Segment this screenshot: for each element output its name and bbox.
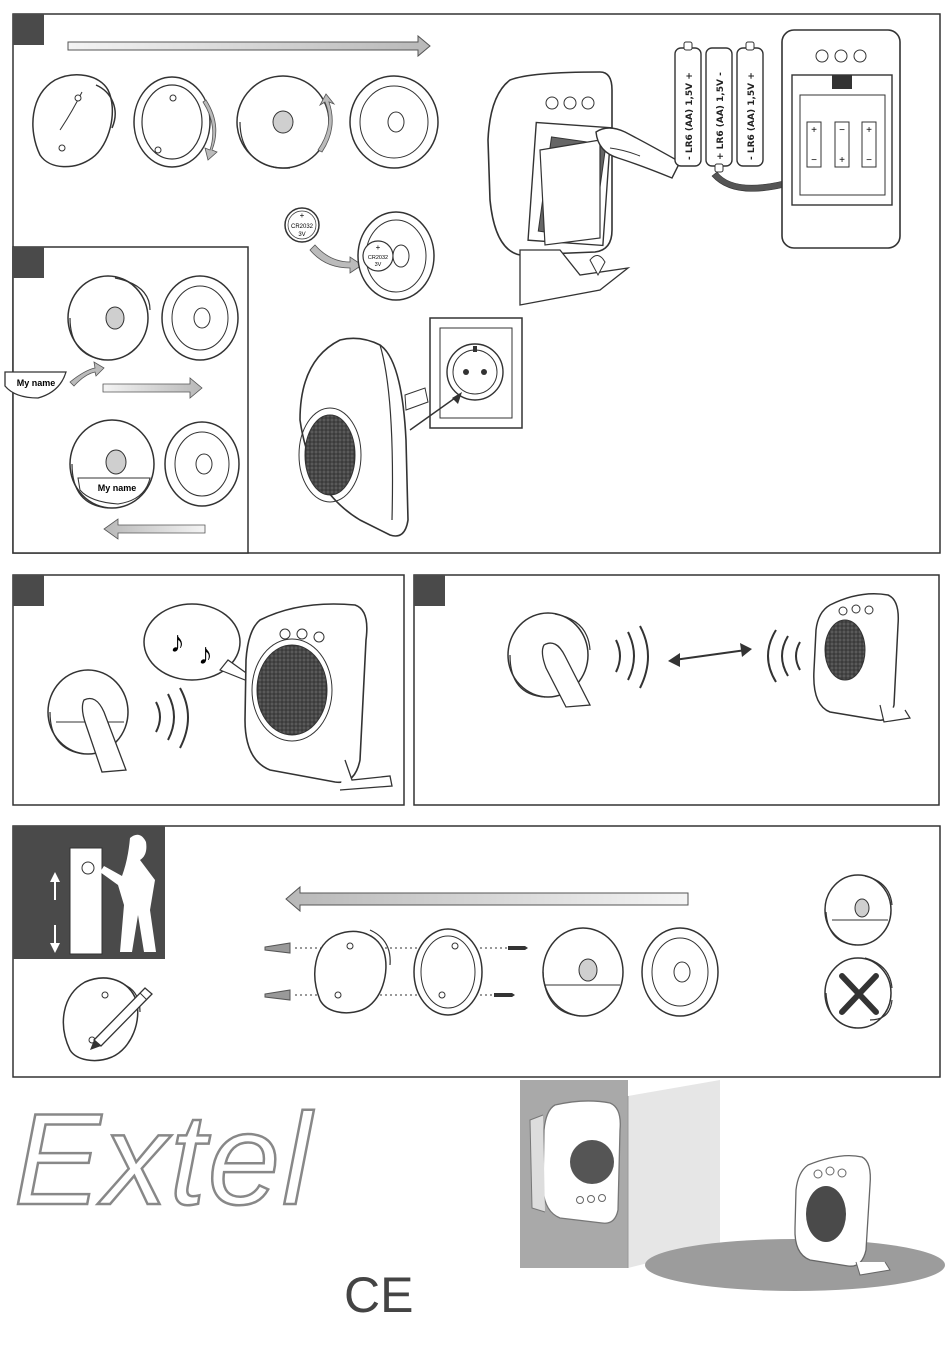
step-tab (414, 575, 445, 606)
coin-cell-battery: + CR2032 3V (285, 208, 319, 242)
svg-text:+: + (839, 155, 845, 166)
svg-text:♪: ♪ (170, 626, 185, 659)
back-plate (315, 930, 390, 1013)
coin-cell-model: CR2032 (291, 224, 314, 230)
coin-cell-polarity: + (300, 211, 305, 220)
back-plate-marking (63, 978, 152, 1060)
svg-text:−: − (866, 155, 872, 166)
ce-mark: CE (344, 1267, 413, 1323)
slot-polarity: + (376, 243, 381, 252)
receiver-open-battery-door (488, 72, 628, 305)
button-cover (162, 276, 238, 360)
svg-text:♪: ♪ (198, 638, 213, 671)
button-frame (134, 77, 210, 167)
button-cover-closed (642, 928, 718, 1016)
battery-label-3: - LR6 (AA) 1,5V + (747, 72, 757, 160)
receiver-ringing (245, 604, 392, 790)
receiver-battery-compartment: + − − + + − (782, 30, 900, 248)
wall-socket (430, 318, 522, 428)
receiver-pairing (814, 594, 910, 722)
aa-batteries: - LR6 (AA) 1,5V + + LR6 (AA) 1,5V - - LR… (675, 42, 763, 172)
svg-text:−: − (839, 125, 845, 136)
name-tag-text: My name (17, 378, 56, 388)
step-tab (13, 247, 44, 278)
step-tab (13, 14, 44, 45)
step-tab (13, 575, 44, 606)
sound-waves-icon (156, 688, 188, 748)
screw-icon (494, 946, 528, 997)
button-with-pad (543, 928, 623, 1016)
wall-plug-icon (265, 943, 290, 1000)
button-cover (165, 422, 239, 506)
svg-text:+: + (811, 125, 817, 136)
button-with-pad (237, 76, 329, 168)
arrow-right-icon (310, 245, 362, 273)
wall-mounted-receiver-scene (520, 1080, 720, 1268)
frame (414, 929, 482, 1015)
svg-text:−: − (811, 155, 817, 166)
arrow-right-icon (68, 36, 430, 56)
slot-voltage: 3V (375, 262, 382, 268)
button-back-plate (33, 75, 115, 167)
button-name-text: My name (98, 483, 137, 493)
sound-waves-icon (768, 630, 800, 682)
doorbell-button-pressed (508, 613, 590, 707)
panel-wall-mounting (13, 826, 940, 1077)
orientation-correct (825, 875, 892, 945)
panel-pairing (414, 575, 939, 805)
battery-label-1: - LR6 (AA) 1,5V + (685, 72, 695, 160)
panel-ring-test: ♪ ♪ (13, 575, 404, 805)
panel-name-label: My name My name (5, 247, 248, 553)
brand-logo: Extel (14, 1086, 314, 1232)
coin-cell-voltage: 3V (298, 232, 305, 238)
svg-text:+: + (866, 125, 872, 136)
logo-text: Extel (14, 1086, 314, 1232)
button-battery-slot: + CR2032 3V (358, 212, 434, 300)
battery-label-2: + LR6 (AA) 1,5V - (716, 72, 726, 160)
sound-waves-icon (616, 626, 648, 688)
arrow-left-icon (286, 887, 688, 911)
orientation-incorrect (825, 958, 892, 1028)
doorbell-button-pressed (48, 670, 128, 772)
double-arrow-icon (668, 643, 752, 667)
button-labelled: My name (70, 420, 154, 508)
button-cover-closed (350, 76, 438, 168)
ce-mark-text: CE (344, 1267, 413, 1323)
slot-model: CR2032 (368, 255, 388, 261)
